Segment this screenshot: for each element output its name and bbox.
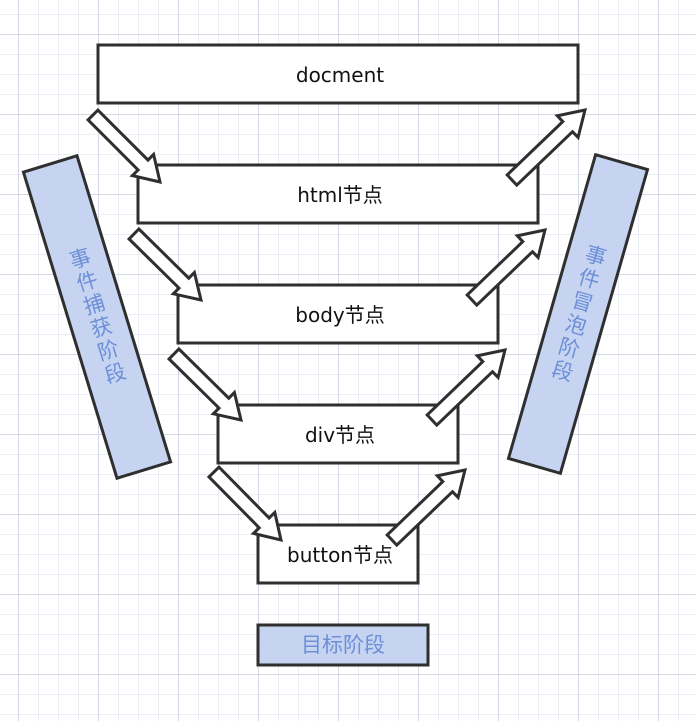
phase-arrows <box>85 107 588 548</box>
bubble-arrow-div-body <box>425 348 508 428</box>
bubble-arrow-html-document <box>505 108 588 188</box>
capture-arrow-document-html <box>85 107 163 185</box>
html-node: html节点 <box>136 163 540 225</box>
bubble-arrow-button-div <box>385 468 468 548</box>
body-node-label: body节点 <box>295 303 384 327</box>
div-node-label: div节点 <box>305 423 375 447</box>
document-node-label: docment <box>296 63 384 87</box>
capture-arrow-div-button <box>206 464 283 543</box>
div-node: div节点 <box>216 403 460 465</box>
bubble-arrow-body-html <box>465 228 548 308</box>
button-node-label: button节点 <box>287 543 393 567</box>
document-node: docment <box>96 43 580 105</box>
capture-arrow-body-div <box>166 346 244 422</box>
body-node: body节点 <box>176 283 500 345</box>
target-phase-box: 目标阶段 <box>256 623 430 667</box>
target-phase-label: 目标阶段 <box>301 633 385 657</box>
capture-arrow-html-body <box>126 226 204 302</box>
html-node-label: html节点 <box>297 183 383 207</box>
